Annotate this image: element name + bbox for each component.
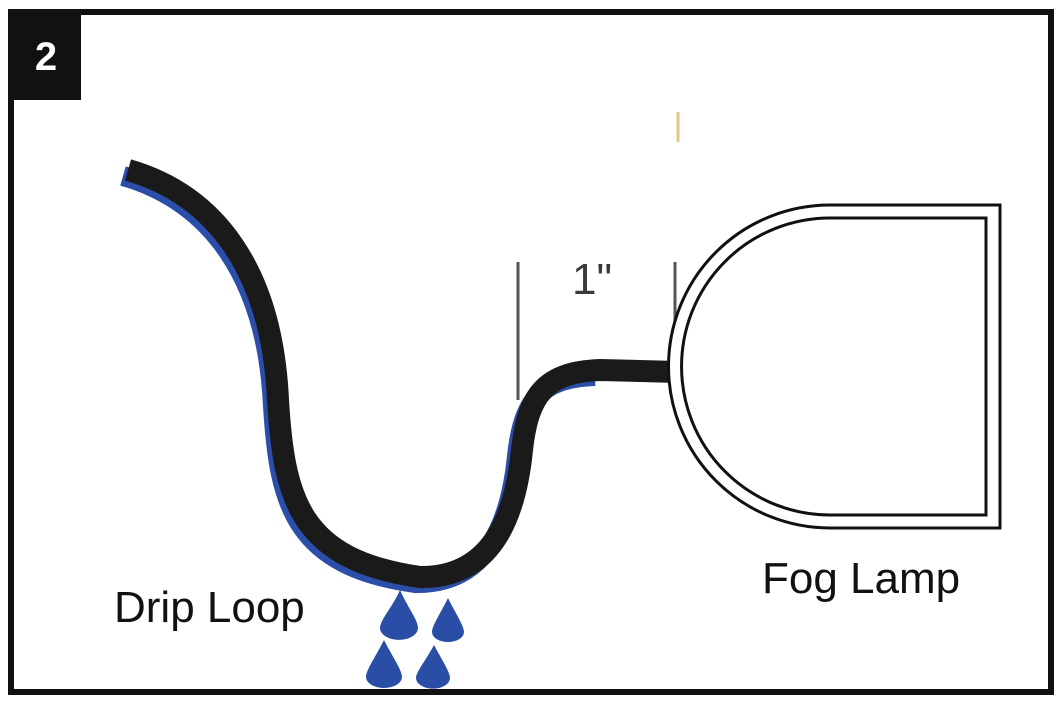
wire-cable-icon	[124, 159, 679, 589]
panel-frame	[8, 9, 1054, 695]
water-drops	[366, 590, 464, 689]
step-number: 2	[34, 34, 58, 79]
dimension-label: 1"	[572, 255, 613, 304]
drip-loop-label: Drip Loop	[114, 583, 305, 632]
water-drop-icon	[380, 590, 418, 640]
step-number-badge: 2	[11, 14, 81, 100]
fog-lamp-label: Fog Lamp	[762, 554, 961, 603]
water-drop-icon	[432, 598, 464, 642]
fog-lamp-housing-inner	[680, 216, 988, 517]
water-drop-icon	[366, 640, 402, 688]
fog-lamp-housing-icon	[667, 203, 1002, 530]
cable-water-edge	[120, 166, 596, 594]
water-drop-icon	[416, 645, 450, 689]
